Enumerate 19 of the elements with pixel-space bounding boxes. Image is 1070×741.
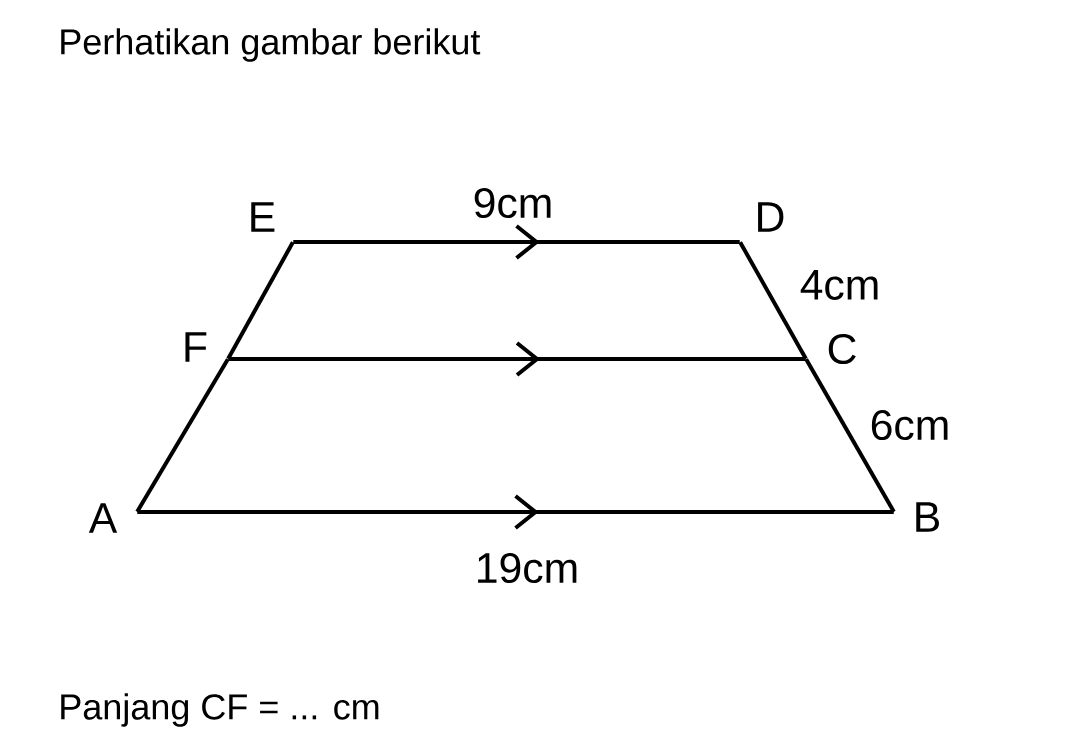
vertex-label: C bbox=[828, 333, 856, 365]
length-label: 6cm bbox=[868, 408, 952, 442]
line-segment bbox=[135, 358, 230, 513]
vertex-label: D bbox=[758, 202, 784, 232]
vertex-label: B bbox=[916, 502, 939, 532]
line-segment bbox=[226, 341, 808, 377]
vertex-label: A bbox=[88, 503, 118, 533]
length-label: 4cm bbox=[798, 268, 882, 302]
line-segment bbox=[738, 241, 808, 360]
title: Perhatikan gambar berikut bbox=[61, 28, 481, 62]
length-label: 9cm bbox=[471, 186, 555, 220]
vertex-label: F bbox=[185, 332, 207, 362]
line-segment bbox=[291, 224, 742, 260]
line-segment bbox=[135, 494, 896, 530]
length-label: 19cm bbox=[473, 551, 581, 585]
line-segment bbox=[804, 358, 896, 513]
line-segment bbox=[226, 241, 295, 360]
question-text: Panjang CF = ... cm bbox=[61, 693, 379, 727]
vertex-label: E bbox=[251, 202, 275, 232]
